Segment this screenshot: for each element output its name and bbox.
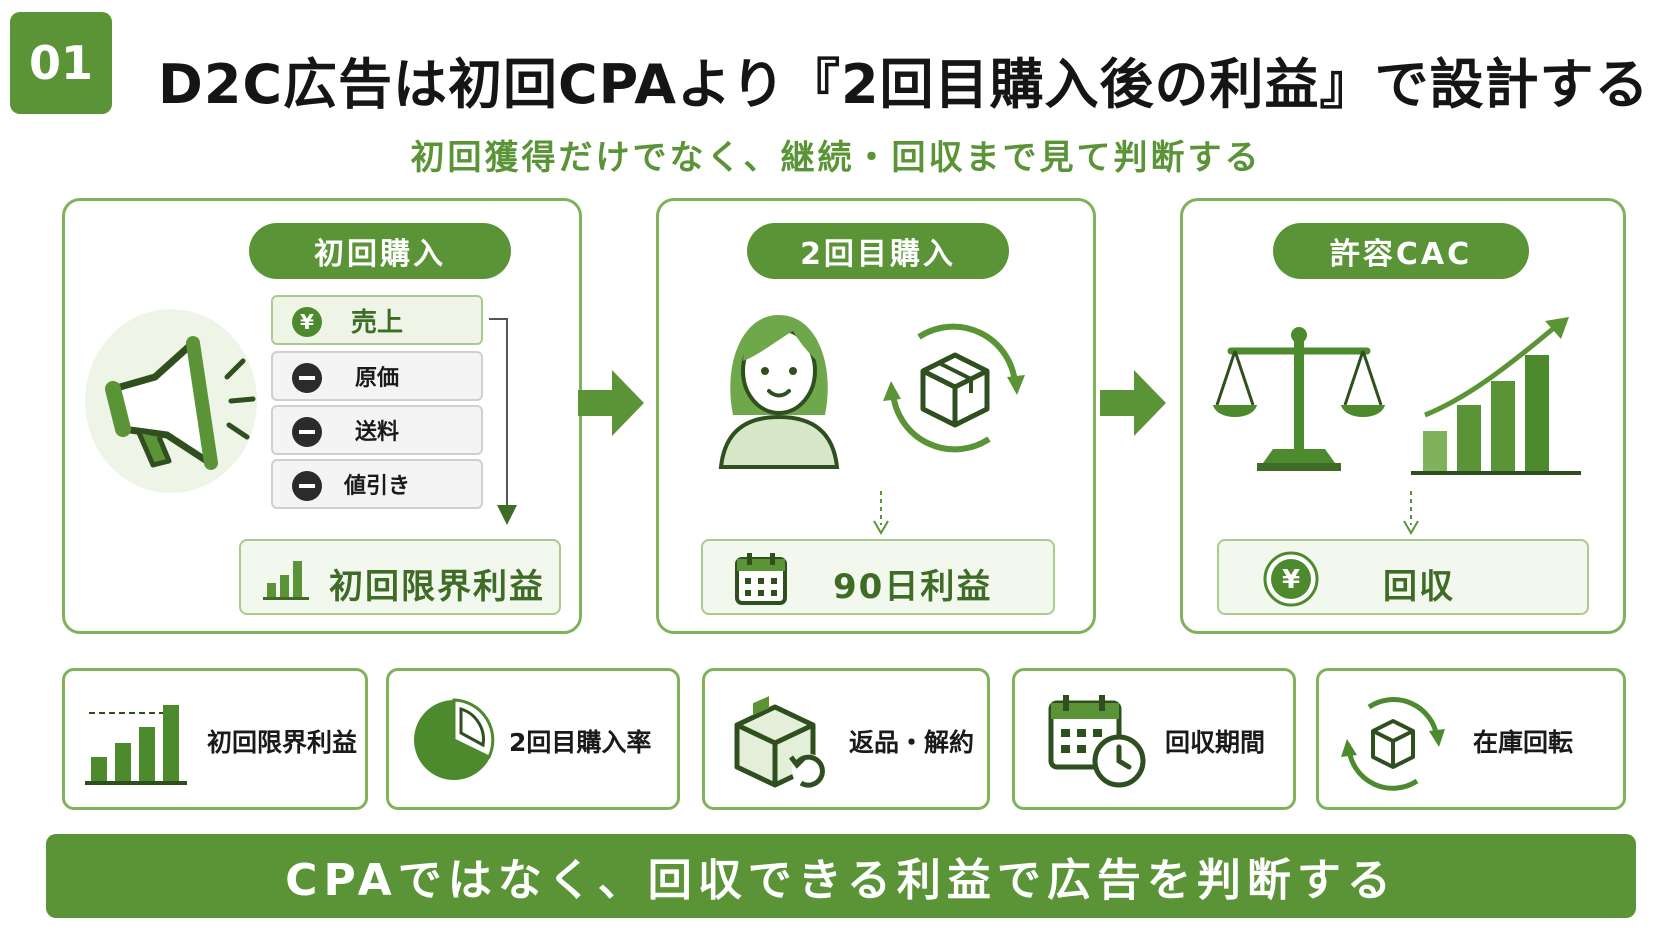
balance-scale-icon	[1213, 327, 1385, 471]
stage-panel-allowable-cac: 許容CAC ¥ 回収	[1180, 198, 1626, 634]
metric-card-payback-period: 回収期間	[1012, 668, 1296, 810]
megaphone-icon	[85, 309, 257, 493]
metric-label: 初回限界利益	[207, 728, 358, 757]
minus-icon	[292, 363, 322, 393]
return-box-icon	[734, 696, 826, 788]
row-revenue: ¥ 売上	[271, 295, 483, 345]
stage-label-allowable-cac: 許容CAC	[1273, 223, 1529, 279]
row-label: 売上	[350, 307, 403, 338]
page-title: D2C広告は初回CPAより『2回目購入後の利益』で設計する	[158, 53, 1650, 116]
dotted-arrow	[1403, 491, 1419, 535]
metric-card-inventory-turnover: 在庫回転	[1316, 668, 1626, 810]
row-cost: 原価	[271, 351, 483, 401]
stage-panel-first-purchase: 初回購入 ¥ 売上 原価 送料 値引き 初回限界利益	[62, 198, 582, 634]
row-label: 原価	[354, 366, 399, 391]
calendar-clock-icon	[1048, 695, 1146, 788]
yen-coin-icon: ¥	[1263, 551, 1319, 607]
row-discount: 値引き	[271, 459, 483, 509]
dotted-arrow	[873, 491, 889, 535]
metric-label: 在庫回転	[1473, 728, 1574, 757]
flow-arrow-2	[1100, 370, 1166, 436]
row-shipping: 送料	[271, 405, 483, 455]
stage-label-first-purchase: 初回購入	[249, 223, 511, 279]
row-label: 送料	[354, 420, 399, 445]
result-first-margin: 初回限界利益	[239, 539, 561, 615]
metric-card-returns: 返品・解約	[702, 668, 990, 810]
result-label: 初回限界利益	[329, 567, 545, 607]
metric-label: 返品・解約	[849, 728, 975, 757]
inventory-cycle-icon	[1341, 697, 1445, 791]
row-label: 値引き	[343, 474, 410, 499]
growth-chart-icon	[1411, 317, 1581, 475]
svg-text:¥: ¥	[1282, 565, 1300, 595]
flow-arrow-1	[578, 370, 644, 436]
page-subtitle: 初回獲得だけでなく、継続・回収まで見て判断する	[410, 138, 1262, 178]
result-label: 90日利益	[833, 567, 993, 607]
bracket-arrow	[489, 318, 517, 525]
repeat-box-icon	[883, 323, 1025, 453]
minus-icon	[292, 417, 322, 447]
result-recovery: ¥ 回収	[1217, 539, 1589, 615]
result-90day-profit: 90日利益	[701, 539, 1055, 615]
result-label: 回収	[1383, 567, 1455, 607]
section-number-badge: 01	[10, 12, 112, 114]
bar-chart-icon	[263, 561, 309, 600]
customer-icon	[718, 315, 840, 469]
metric-label: 回収期間	[1165, 728, 1266, 757]
yen-icon: ¥	[292, 307, 322, 337]
svg-text:¥: ¥	[300, 310, 314, 334]
bar-chart-icon	[85, 705, 187, 785]
stage-label-second-purchase: 2回目購入	[747, 223, 1009, 279]
calendar-icon	[735, 553, 787, 605]
stage-panel-second-purchase: 2回目購入 90日利益	[656, 198, 1096, 634]
pie-chart-icon	[414, 698, 495, 780]
metric-card-repeat-rate: 2回目購入率	[386, 668, 680, 810]
footer-banner: CPAではなく、回収できる利益で広告を判断する	[46, 834, 1636, 918]
metric-card-first-margin: 初回限界利益	[62, 668, 368, 810]
minus-icon	[292, 471, 322, 501]
metric-label: 2回目購入率	[509, 728, 652, 757]
